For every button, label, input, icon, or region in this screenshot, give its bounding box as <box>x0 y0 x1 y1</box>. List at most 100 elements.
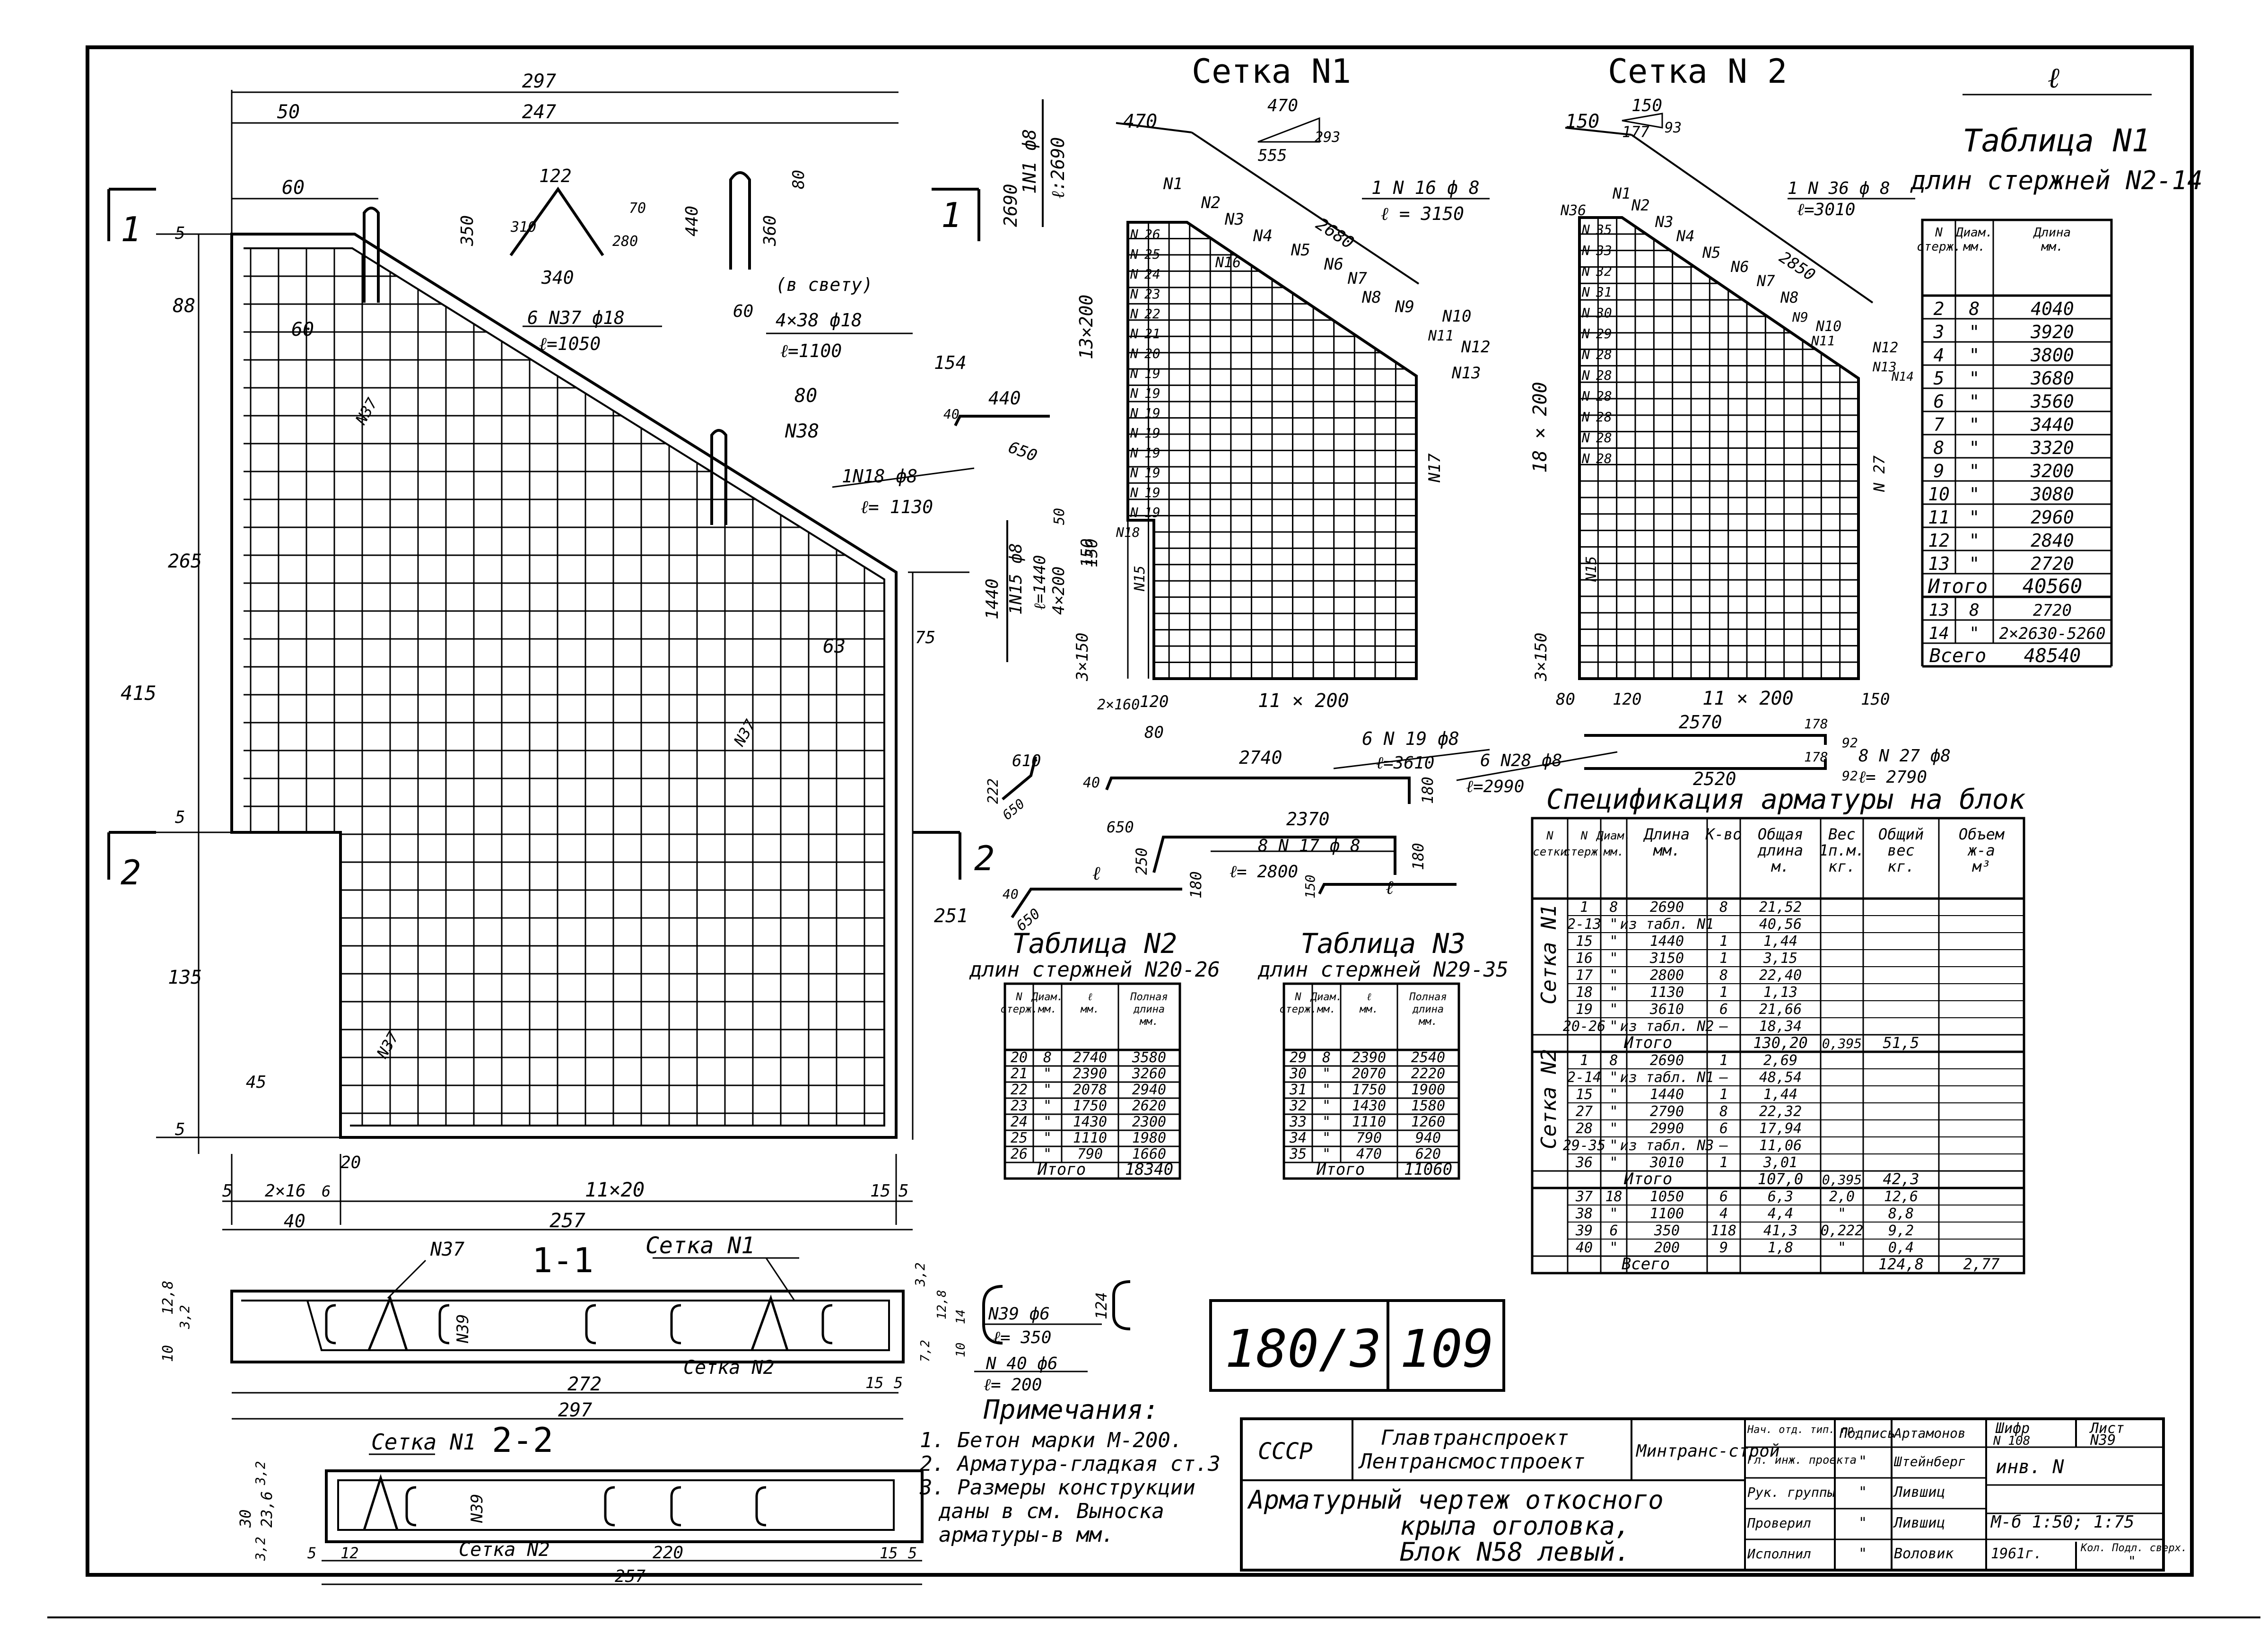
plan-dim-bottom-6: 6 <box>322 1182 331 1200</box>
tb-sign-1: " <box>1858 1453 1867 1470</box>
s11-dim-12-8: 12,8 <box>160 1281 176 1315</box>
n38-length: ℓ=1100 <box>780 341 842 361</box>
spec-total: 0,395 <box>1822 1172 1862 1188</box>
plan-dim-left-265: 265 <box>168 550 202 572</box>
detail-n18: 440 40 650 1N18 ф8 ℓ= 1130 <box>832 388 1050 517</box>
s22-dim-3-2a: 3,2 <box>253 1461 268 1485</box>
setka1-dim-3x150: 3×150 <box>1073 633 1092 681</box>
tb-title-2: крыла оголовка, <box>1400 1511 1631 1541</box>
setka2-row-mark: N <box>1581 284 1590 300</box>
setka2-dim-80: 80 <box>1556 690 1575 709</box>
plan-dim-left-135: 135 <box>168 967 202 988</box>
spec-header: ж-а <box>1967 841 1995 859</box>
s11-stirrup <box>821 1304 833 1345</box>
n28-dim-2570: 2570 <box>1679 712 1722 733</box>
tb-list-label: Лист <box>2089 1420 2124 1437</box>
setka2-mark-n2: N2 <box>1631 196 1650 214</box>
plan-outline <box>230 233 898 1139</box>
spec-cell: из табл. N1 <box>1620 916 1714 933</box>
table1-grid-header: Диам. <box>1955 226 1993 240</box>
spec-cell: 9 <box>1719 1240 1728 1256</box>
table3-subtitle: длин стержней N29-35 <box>1257 958 1509 982</box>
spec-total-label: Итого <box>1623 1033 1672 1052</box>
section-2-2: 2-2 Сетка N1 N39 Сетка N2 3,2 30 23,6 3,… <box>236 1420 924 1586</box>
setka1-slope-470: 470 <box>1267 96 1298 115</box>
n38-dim-440: 440 <box>682 206 702 236</box>
spec-cell: 17 <box>1576 967 1593 984</box>
plan-dim-bottom-5b: 5 <box>898 1181 909 1201</box>
spec-total: 0,395 <box>1822 1036 1862 1051</box>
n28-length: ℓ=2990 <box>1466 777 1524 796</box>
table1-grid-cell: 7 <box>1934 414 1945 435</box>
table2-grid-cell: 24 <box>1011 1114 1028 1130</box>
plan-dim-60-top: 60 <box>282 177 305 199</box>
spec-cell: 3,01 <box>1763 1154 1797 1171</box>
s11-dim-272: 272 <box>567 1373 602 1395</box>
table1-grid-total-label: Итого <box>1928 575 1988 598</box>
n17-dim-180b: 180 <box>1409 843 1427 870</box>
setka2-row-mark: N <box>1581 326 1590 341</box>
spec-total: 51,5 <box>1883 1034 1919 1052</box>
spec-cell: " <box>1609 984 1618 1001</box>
s11-stirrup <box>438 1304 450 1345</box>
table2-grid-cell: 2740 <box>1073 1049 1107 1066</box>
setka2-bar-length: ℓ=3010 <box>1797 200 1855 219</box>
setka1-row-mark: N <box>1130 465 1138 480</box>
spec-cell: 6,3 <box>1768 1188 1793 1205</box>
n17-dim-250: 250 <box>1133 847 1151 875</box>
table3-grid-header: длина <box>1412 1004 1444 1015</box>
table2-grid-cell: 2300 <box>1132 1114 1166 1130</box>
n19-dim-40: 40 <box>1083 775 1100 791</box>
table2-grid-cell: 1110 <box>1073 1130 1107 1146</box>
spec-total-label: Итого <box>1623 1170 1672 1188</box>
detail-n1: 2690 1N1 ф8 ℓ:2690 <box>1000 99 1068 227</box>
tb-shifr-label: Шифр <box>1995 1420 2030 1437</box>
setka1-mark-n6: N6 <box>1324 255 1343 274</box>
table3-grid-cell: 2540 <box>1411 1049 1445 1066</box>
table1-grid-cell: " <box>1969 391 1980 412</box>
tb-name-3: Лившиц <box>1893 1484 1945 1501</box>
table2-grid-header: длина <box>1133 1004 1165 1015</box>
setka2-slope-150: 150 <box>1631 96 1662 115</box>
table1-grid-cell: 13 <box>1928 553 1950 574</box>
spec-cell: " <box>1838 1205 1846 1222</box>
table2-grid-header: Полная <box>1130 991 1168 1003</box>
setka2-mark-n6: N6 <box>1730 258 1749 276</box>
plan-dim-right-251: 251 <box>934 905 968 927</box>
tb-name-1: Артамонов <box>1893 1425 1966 1441</box>
s11-title: 1-1 <box>532 1240 593 1280</box>
setka1-mark-n15: N15 <box>1132 566 1148 592</box>
setka1-row-num: 24 <box>1144 266 1160 282</box>
plan-dim-bottom-11x20: 11×20 <box>585 1178 645 1201</box>
spec-cell: 28 <box>1576 1120 1593 1137</box>
setka2-row-num: 28 <box>1596 388 1612 404</box>
plan-dim-bottom-15: 15 <box>870 1181 890 1201</box>
setka1-row-mark: N <box>1130 445 1138 461</box>
table1-grid-cell: 4040 <box>2031 298 2074 319</box>
spec-cell: 0,222 <box>1821 1223 1863 1239</box>
spec-group2-label: Сетка N2 <box>1537 1049 1561 1149</box>
spec-cell: 17,94 <box>1759 1120 1802 1137</box>
plan-dim-50: 50 <box>277 101 300 123</box>
plan-dim-63: 63 <box>823 636 846 657</box>
table2-grid-cell: 1750 <box>1073 1098 1107 1114</box>
table2-grid-cell: 26 <box>1011 1146 1028 1162</box>
setka1-row-mark: N <box>1130 505 1138 520</box>
spec-table: Спецификация арматуры на блок NсеткиNсте… <box>1531 783 2026 1275</box>
setka1-mark-n17: N17 <box>1425 453 1444 483</box>
plan-dim-bottom-257: 257 <box>550 1209 585 1232</box>
setka2-dim-3x150: 3×150 <box>1532 633 1551 681</box>
spec-cell: 1100 <box>1650 1205 1684 1222</box>
table1-grid-cell: 5 <box>1934 368 1945 389</box>
s11-stirrup <box>585 1304 596 1345</box>
setka1-mark-n8: N8 <box>1361 288 1381 307</box>
table1-grid-cell: " <box>1969 553 1980 574</box>
setka2-row-num: 28 <box>1596 451 1612 466</box>
s22-stirrup <box>670 1486 681 1527</box>
setka2-row-mark: N <box>1581 222 1590 237</box>
section-2-left: 2 <box>121 853 141 892</box>
setka1-bar-label: 1 N 16 ф 8 <box>1371 177 1480 198</box>
table3-grid-cell: 35 <box>1289 1146 1307 1162</box>
table1-grid-cell: 3680 <box>2030 368 2074 389</box>
setka1-row-num: 19 <box>1144 366 1160 381</box>
